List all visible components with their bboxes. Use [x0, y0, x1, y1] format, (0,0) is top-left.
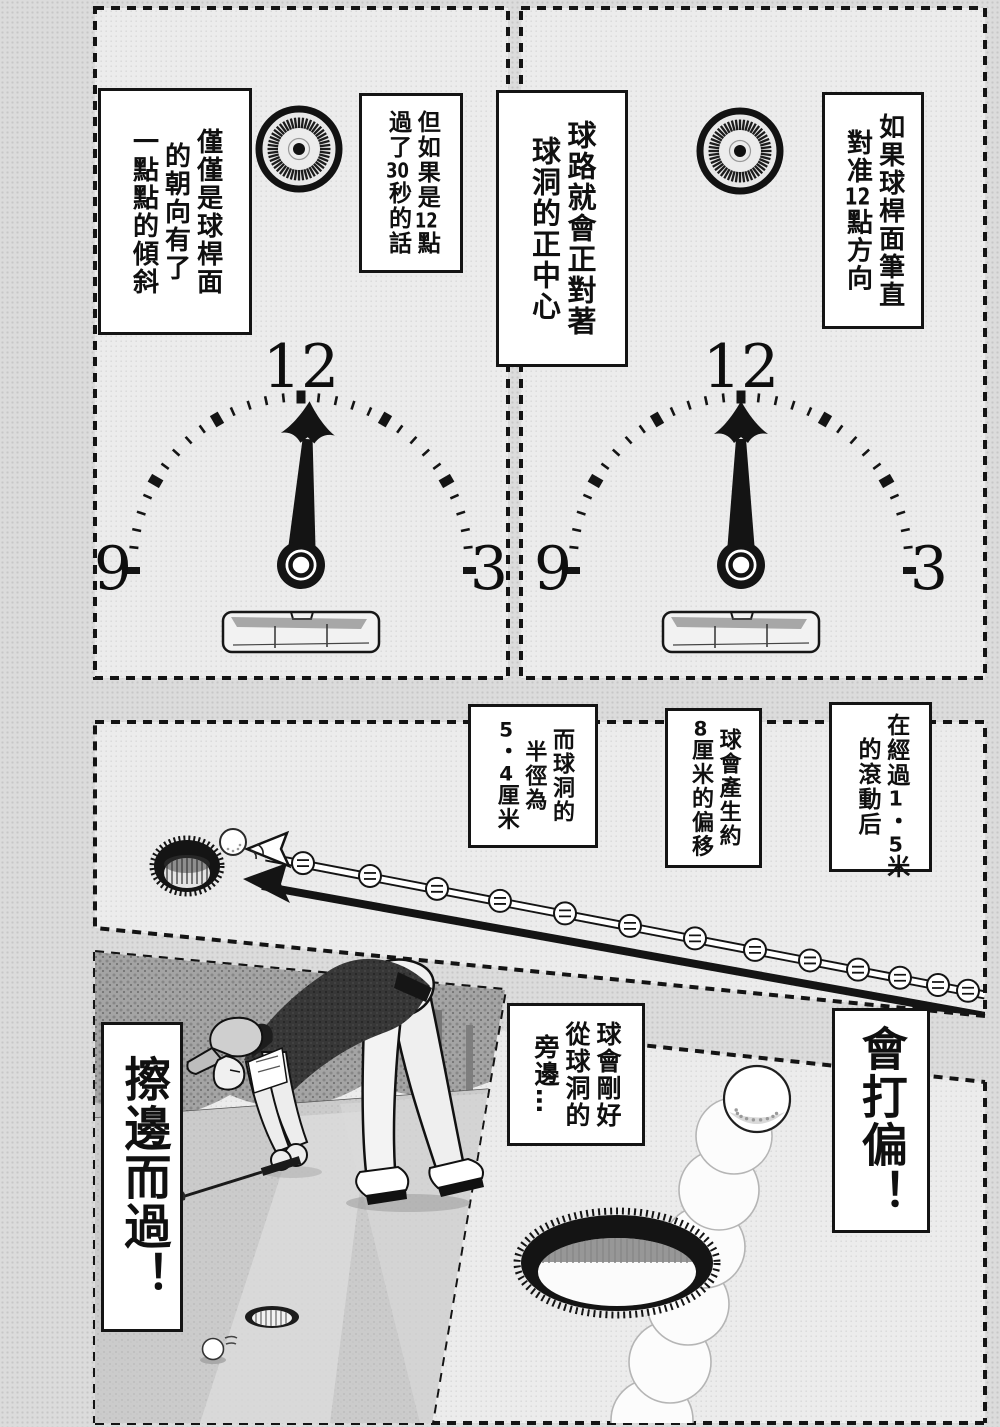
speech-bubble-miss: 會打偏！ — [832, 1008, 930, 1233]
putter-icon — [661, 610, 821, 654]
svg-text:3: 3 — [470, 534, 508, 604]
putter-icon — [221, 610, 381, 654]
speech-bubble-roll-distance: 在經過1・5米的滾動后 — [829, 702, 932, 879]
speech-bubble-aim: 如果球桿面筆直對准12點方向 — [822, 92, 924, 329]
clock-gauge-right: 12 9 3 — [534, 332, 948, 654]
middle-panel-scene — [149, 828, 985, 1016]
clock-gauge-left: 12 9 3 — [94, 332, 508, 654]
golfer-figure — [149, 958, 484, 1212]
speech-bubble-graze: 擦邊而過！ — [101, 1022, 183, 1332]
svg-text:9: 9 — [534, 534, 572, 604]
ball-in-cup-icon-right — [696, 107, 784, 195]
svg-text:3: 3 — [910, 534, 948, 604]
needle-arrow — [277, 401, 335, 589]
ball-in-cup-icon-left — [255, 105, 343, 193]
speech-bubble-if-30s: 但如果是12點過了30秒的話 — [359, 93, 463, 273]
needle-arrow — [714, 401, 768, 589]
speech-bubble-tilt: 僅僅是球桿面的朝向有了一點點的傾斜 — [98, 88, 252, 335]
speech-bubble-pass-by: 球會剛好從球洞的旁邊… — [507, 1003, 645, 1146]
svg-text:9: 9 — [94, 534, 132, 604]
svg-text:12: 12 — [703, 332, 779, 402]
speech-bubble-result: 球路就會正對著球洞的正中心 — [496, 90, 628, 367]
svg-text:12: 12 — [263, 332, 339, 402]
hole-closeup-scene — [513, 1064, 792, 1423]
